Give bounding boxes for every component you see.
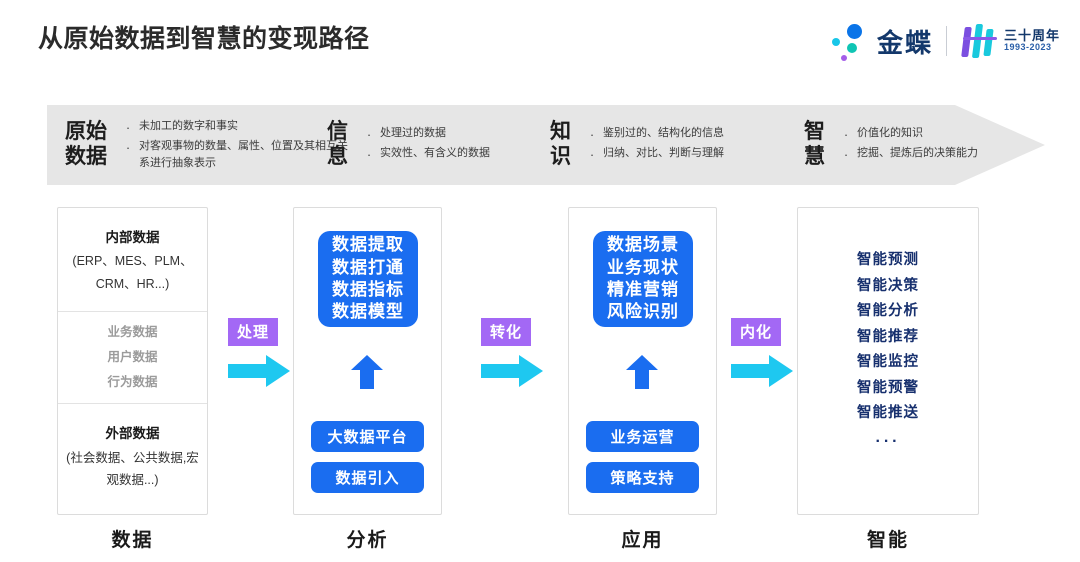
band-segment-title: 知 识	[550, 120, 571, 168]
bullet-dot: ·	[366, 126, 372, 142]
application-capability-card: 数据场景 业务现状 精准营销 风险识别	[593, 231, 693, 327]
external-data-heading: 外部数据	[105, 426, 160, 442]
application-capability-item: 业务现状	[607, 257, 679, 277]
bullet-dot: ·	[589, 126, 595, 142]
internal-data-heading: 内部数据	[105, 230, 160, 245]
data-type-item: 业务数据	[107, 325, 158, 340]
band-segment-wisdom: 智 慧 ·价值化的知识 ·挖掘、提炼后的决策能力	[804, 105, 978, 185]
band-segment-bullets: ·价值化的知识 ·挖掘、提炼后的决策能力	[835, 125, 978, 165]
data-type-item: 用户数据	[107, 350, 158, 365]
analysis-pill-data-ingestion[interactable]: 数据引入	[311, 462, 424, 493]
column-intelligence-box	[797, 207, 979, 515]
application-capability-item: 精准营销	[607, 280, 679, 299]
analysis-pill-big-data-platform[interactable]: 大数据平台	[311, 421, 424, 452]
anniversary-years: 1993-2023	[1003, 42, 1052, 53]
band-segment-title: 智 慧	[804, 120, 825, 168]
external-data-detail: (社会数据、公共数据,宏观数据...)	[66, 450, 199, 488]
internal-data-detail: (ERP、MES、PLM、CRM、HR...)	[72, 254, 193, 291]
footer-label-application: 应用	[621, 530, 664, 551]
intelligence-capability-list: 智能预测 智能决策 智能分析 智能推荐 智能监控 智能预警 智能推送 ···	[797, 248, 979, 457]
column-data-box: 内部数据 (ERP、MES、PLM、CRM、HR...) 业务数据 用户数据 行…	[57, 207, 208, 515]
dikw-arrow-band: 原始 数据 ·未加工的数字和事实 ·对客观事物的数量、属性、位置及其相互关系进行…	[47, 105, 1045, 185]
intelligence-item: 智能预测	[857, 252, 919, 268]
analysis-capability-card: 数据提取 数据打通 数据指标 数据模型	[318, 231, 418, 327]
footer-label-intelligence: 智能	[866, 530, 909, 551]
application-pill-strategy-support[interactable]: 策略支持	[586, 462, 699, 493]
band-segment-raw-data: 原始 数据 ·未加工的数字和事实 ·对客观事物的数量、属性、位置及其相互关系进行…	[65, 105, 354, 185]
application-pill-business-operations[interactable]: 业务运营	[586, 421, 699, 452]
data-type-item: 行为数据	[107, 375, 158, 390]
bullet-dot: ·	[366, 147, 372, 162]
band-segment-knowledge: 知 识 ·鉴别过的、结构化的信息 ·归纳、对比、判断与理解	[550, 105, 724, 185]
application-capability-item: 风险识别	[607, 302, 679, 322]
band-segment-bullets: ·处理过的数据 ·实效性、有含义的数据	[358, 125, 490, 165]
intelligence-item: 智能推送	[857, 405, 919, 422]
band-segment-title: 原始 数据	[65, 120, 107, 168]
bullet-dot: ·	[125, 119, 131, 135]
page-title: 从原始数据到智慧的变现路径	[38, 25, 370, 53]
external-data-block: 外部数据 (社会数据、公共数据,宏观数据...)	[58, 403, 207, 507]
intelligence-item: 智能预警	[857, 379, 919, 396]
application-capability-item: 数据场景	[607, 235, 679, 255]
footer-label-analysis: 分析	[346, 530, 389, 551]
bullet-dot: ·	[843, 147, 849, 162]
bullet-dot: ·	[125, 140, 131, 156]
application-up-arrow-icon	[626, 355, 658, 389]
analysis-up-arrow-icon	[351, 355, 383, 389]
connector-transform: 转化	[481, 318, 543, 387]
connector-internalize: 内化	[731, 318, 793, 387]
band-segment-information: 信 息 ·处理过的数据 ·实效性、有含义的数据	[327, 105, 490, 185]
anniversary-mark-icon	[960, 22, 1000, 60]
intelligence-item: 智能决策	[857, 277, 919, 294]
kingdee-logo: 金蝶 三十周年 1993-2023	[827, 20, 1060, 62]
intelligence-item: 智能分析	[857, 303, 919, 320]
band-segment-bullets: ·未加工的数字和事实 ·对客观事物的数量、属性、位置及其相互关系进行抽象表示	[117, 118, 354, 172]
internal-data-block: 内部数据 (ERP、MES、PLM、CRM、HR...)	[58, 208, 207, 311]
intelligence-ellipsis: ···	[875, 432, 901, 450]
data-types-block: 业务数据 用户数据 行为数据	[58, 311, 207, 403]
logo-brand-text: 金蝶	[876, 27, 933, 58]
intelligence-item: 智能监控	[857, 354, 919, 371]
connector-right-arrow-icon	[481, 355, 543, 387]
connector-right-arrow-icon	[731, 355, 793, 387]
connector-label-process: 处理	[228, 318, 279, 346]
intelligence-item: 智能推荐	[857, 328, 919, 345]
connector-process: 处理	[228, 318, 290, 387]
connector-right-arrow-icon	[228, 355, 290, 387]
analysis-capability-item: 数据模型	[332, 302, 404, 322]
analysis-capability-item: 数据打通	[332, 257, 404, 277]
bullet-dot: ·	[843, 126, 849, 142]
analysis-capability-item: 数据指标	[332, 280, 404, 299]
connector-label-internalize: 内化	[731, 318, 782, 346]
anniversary-text: 三十周年 1993-2023	[1004, 29, 1060, 52]
band-segment-bullets: ·鉴别过的、结构化的信息 ·归纳、对比、判断与理解	[581, 125, 724, 165]
kingdee-dots-icon	[827, 21, 875, 61]
band-segment-title: 信 息	[327, 120, 348, 168]
bullet-dot: ·	[589, 147, 595, 162]
logo-divider	[945, 26, 947, 56]
anniversary-label: 三十周年	[1003, 28, 1060, 44]
analysis-capability-item: 数据提取	[332, 235, 404, 255]
connector-label-transform: 转化	[481, 318, 532, 346]
footer-label-data: 数据	[111, 530, 154, 551]
